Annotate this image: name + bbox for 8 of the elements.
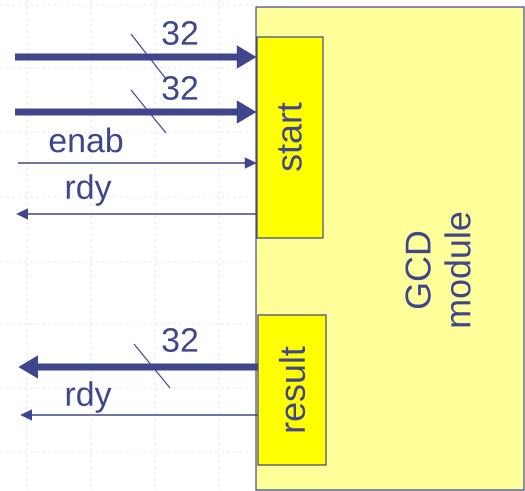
- edge-label: 32: [162, 21, 198, 45]
- edge-label: enab: [50, 128, 122, 152]
- edge-label: rdy: [66, 381, 112, 413]
- port-box: start: [256, 36, 324, 239]
- edge-label: 32: [162, 328, 198, 352]
- edge-label: 32: [162, 76, 198, 100]
- port-box: result: [257, 314, 327, 466]
- edge-label: rdy: [66, 174, 112, 206]
